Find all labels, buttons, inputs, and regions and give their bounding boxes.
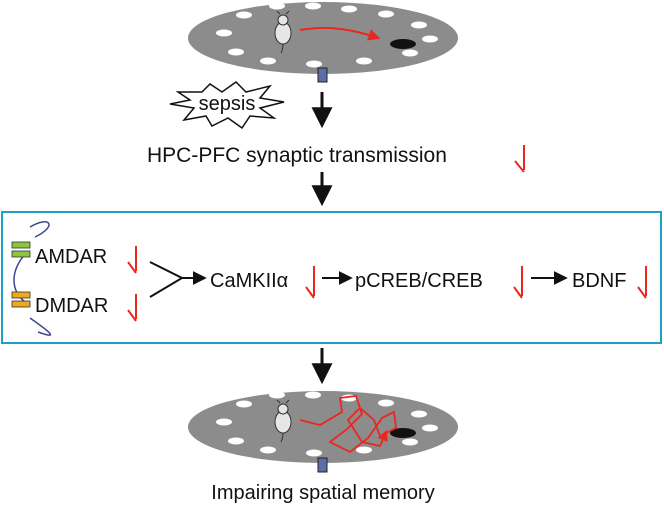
straight-path (299, 27, 381, 41)
outcome-label: Impairing spatial memory (211, 482, 434, 504)
ampar-receptor-icon (11, 241, 31, 258)
receptor-2-decrease-arrow (127, 294, 137, 322)
maze-holes (216, 391, 438, 457)
maze-post (317, 457, 328, 473)
tangled-path (299, 395, 397, 454)
maze-holes (216, 2, 438, 68)
receptor-1-label: AMDAR (35, 246, 107, 268)
node-3-decrease-arrow (637, 266, 647, 299)
merge-connector (149, 261, 185, 298)
target-hole-icon (390, 39, 416, 49)
top-maze (188, 2, 458, 83)
receptor-1-decrease-arrow (127, 246, 137, 274)
mouse-icon (274, 399, 292, 443)
bottom-maze (188, 391, 458, 473)
maze-platform (188, 391, 458, 463)
node-3-label: BDNF (572, 270, 626, 292)
nmdar-receptor-icon (11, 291, 31, 308)
node-2-decrease-arrow (513, 266, 523, 299)
membrane-line (13, 221, 52, 336)
node-1-label: CaMKIIα (210, 270, 288, 292)
maze-platform (188, 2, 458, 74)
mouse-icon (274, 10, 292, 54)
receptor-2-label: DMDAR (35, 295, 108, 317)
transmission-decrease-arrow (514, 145, 525, 173)
target-hole-icon (390, 428, 416, 438)
pathway-box (1, 211, 662, 344)
transmission-label: HPC-PFC synaptic transmission (147, 144, 447, 167)
maze-post (317, 67, 328, 83)
sepsis-label: sepsis (199, 93, 256, 115)
node-1-decrease-arrow (305, 266, 315, 299)
sepsis-burst: sepsis (169, 81, 285, 130)
node-2-label: pCREB/CREB (355, 270, 483, 292)
